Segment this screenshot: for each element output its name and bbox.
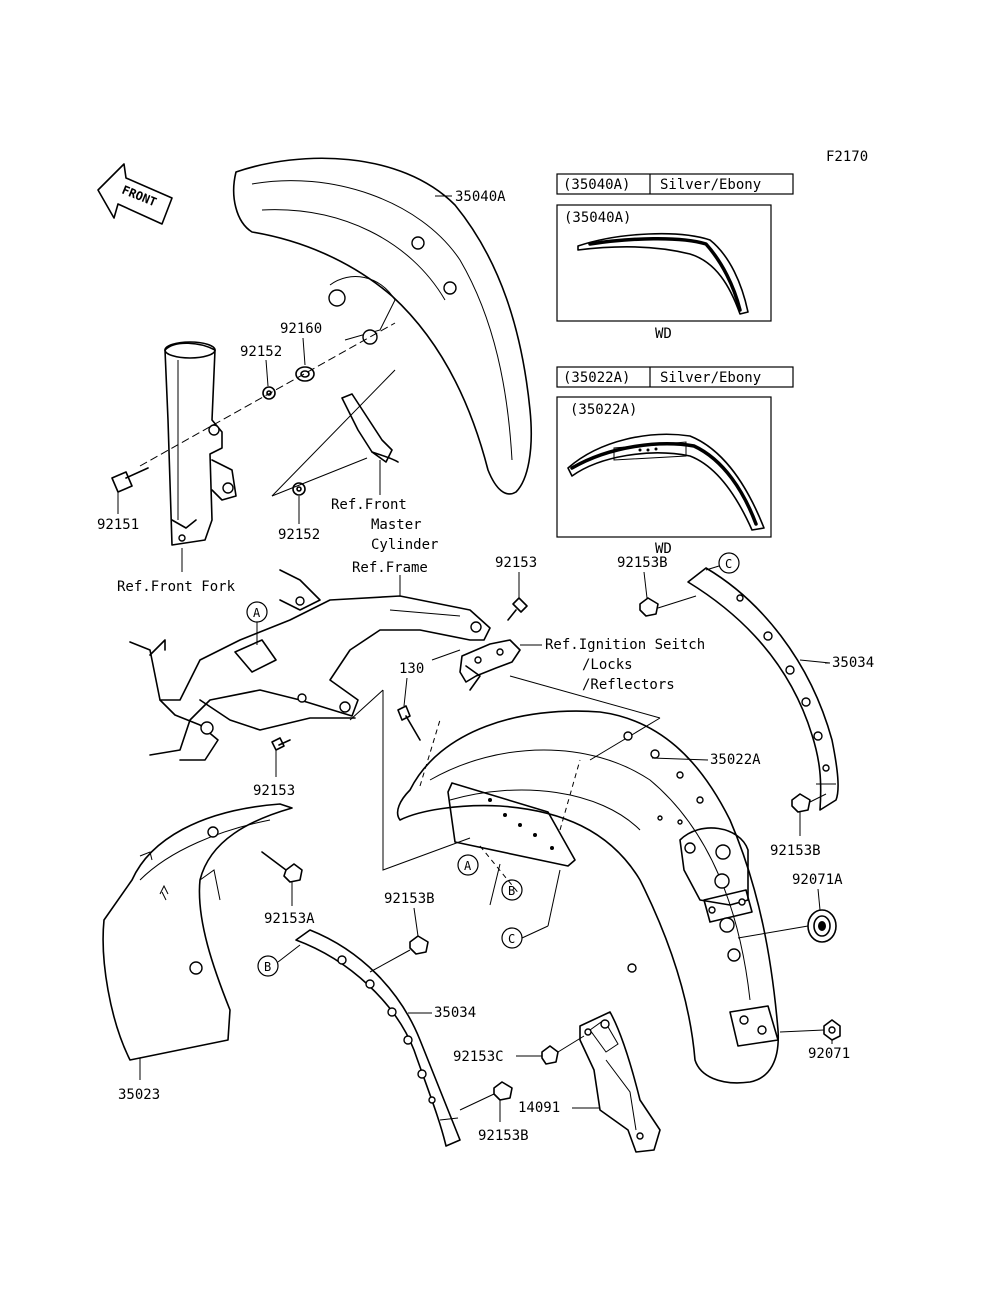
washer-92152-top — [262, 386, 276, 400]
front-fork — [164, 341, 237, 546]
washer-92152-bottom — [292, 482, 306, 496]
label-92153B-right: 92153B — [770, 843, 821, 859]
ref-front-fork: Ref.Front Fork — [117, 579, 236, 595]
color-table-1-color: Silver/Ebony — [660, 177, 761, 193]
color-table-35022A: (35022A) Silver/Ebony (35022A) WD — [556, 366, 794, 557]
label-35034-right: 35034 — [832, 655, 874, 671]
ref-frame: Ref.Frame — [352, 560, 428, 576]
nut-92153B-top — [639, 597, 659, 617]
bolt-92153A — [261, 851, 303, 883]
inner-fender-35023 — [102, 803, 293, 1061]
label-92153B-bottom: 92153B — [478, 1128, 529, 1144]
label-35040A: 35040A — [455, 189, 506, 205]
label-92153C: 92153C — [453, 1049, 504, 1065]
label-92153B-mid: 92153B — [384, 891, 435, 907]
grommet-92071A — [807, 909, 837, 943]
callout-c-fender-label: C — [508, 932, 515, 946]
bolt-130 — [397, 705, 421, 741]
bolt-92153-top — [507, 597, 528, 621]
ignition-bracket — [459, 639, 521, 691]
bracket-14091 — [579, 1011, 661, 1153]
bolt-92153-left — [271, 737, 291, 751]
label-92071: 92071 — [808, 1046, 850, 1062]
color-table-35040A: (35040A) Silver/Ebony (35040A) WD — [556, 173, 794, 342]
callout-b-fender-label: B — [508, 884, 515, 898]
color-table-1-part: (35040A) — [563, 177, 630, 193]
color-table-2-color: Silver/Ebony — [660, 370, 761, 386]
nut-92153B-bottom — [493, 1081, 513, 1101]
front-arrow-label: FRONT — [120, 183, 159, 210]
color-table-2-detail-label: (35022A) — [570, 402, 637, 418]
ref-front-master-cylinder-3: Cylinder — [371, 537, 438, 553]
figure-code: F2170 — [826, 149, 868, 165]
nut-92153C — [541, 1045, 559, 1065]
label-14091: 14091 — [518, 1100, 560, 1116]
ref-ignition-1: Ref.Ignition Seitch — [545, 637, 705, 653]
label-35022A: 35022A — [710, 752, 761, 768]
ref-front-master-cylinder-2: Master — [371, 517, 422, 533]
front-direction-arrow-icon: FRONT — [97, 163, 173, 225]
color-table-2-caption: WD — [655, 541, 672, 557]
label-92152-top: 92152 — [240, 344, 282, 360]
label-92153A: 92153A — [264, 911, 315, 927]
nut-92071 — [823, 1019, 841, 1041]
fender-brace-35034-right — [687, 567, 839, 811]
label-35023: 35023 — [118, 1087, 160, 1103]
label-130: 130 — [399, 661, 424, 677]
label-92153-top: 92153 — [495, 555, 537, 571]
nut-92153B-mid — [409, 935, 429, 955]
label-92153B-top: 92153B — [617, 555, 668, 571]
callout-c-brace — [718, 552, 740, 574]
color-table-1-detail-label: (35040A) — [564, 210, 631, 226]
label-92151: 92151 — [97, 517, 139, 533]
frame — [129, 569, 491, 761]
callout-a-frame-label: A — [253, 606, 261, 620]
ref-ignition-2: /Locks — [582, 657, 633, 673]
callout-b-brace — [257, 955, 279, 977]
ref-ignition-3: /Reflectors — [582, 677, 675, 693]
rear-fender-35022A — [396, 710, 780, 1084]
ref-front-master-cylinder-1: Ref.Front — [331, 497, 407, 513]
label-92160: 92160 — [280, 321, 322, 337]
spacer-92160 — [295, 366, 315, 382]
fender-brace-35034-left — [295, 929, 461, 1147]
brake-hose-bracket — [341, 393, 399, 463]
label-92153-left: 92153 — [253, 783, 295, 799]
callout-a-fender — [457, 854, 479, 876]
color-table-2-part: (35022A) — [563, 370, 630, 386]
front-fender-35040A — [232, 157, 533, 495]
callout-b-brace-label: B — [264, 960, 271, 974]
label-92071A: 92071A — [792, 872, 843, 888]
callout-b-fender — [501, 879, 523, 901]
color-table-1-caption: WD — [655, 326, 672, 342]
callout-c-brace-label: C — [725, 557, 732, 571]
bolt-92151 — [111, 467, 149, 493]
callout-a-fender-label: A — [464, 859, 472, 873]
nut-92153B-right — [791, 793, 811, 813]
label-92152-bottom: 92152 — [278, 527, 320, 543]
label-35034-left: 35034 — [434, 1005, 476, 1021]
